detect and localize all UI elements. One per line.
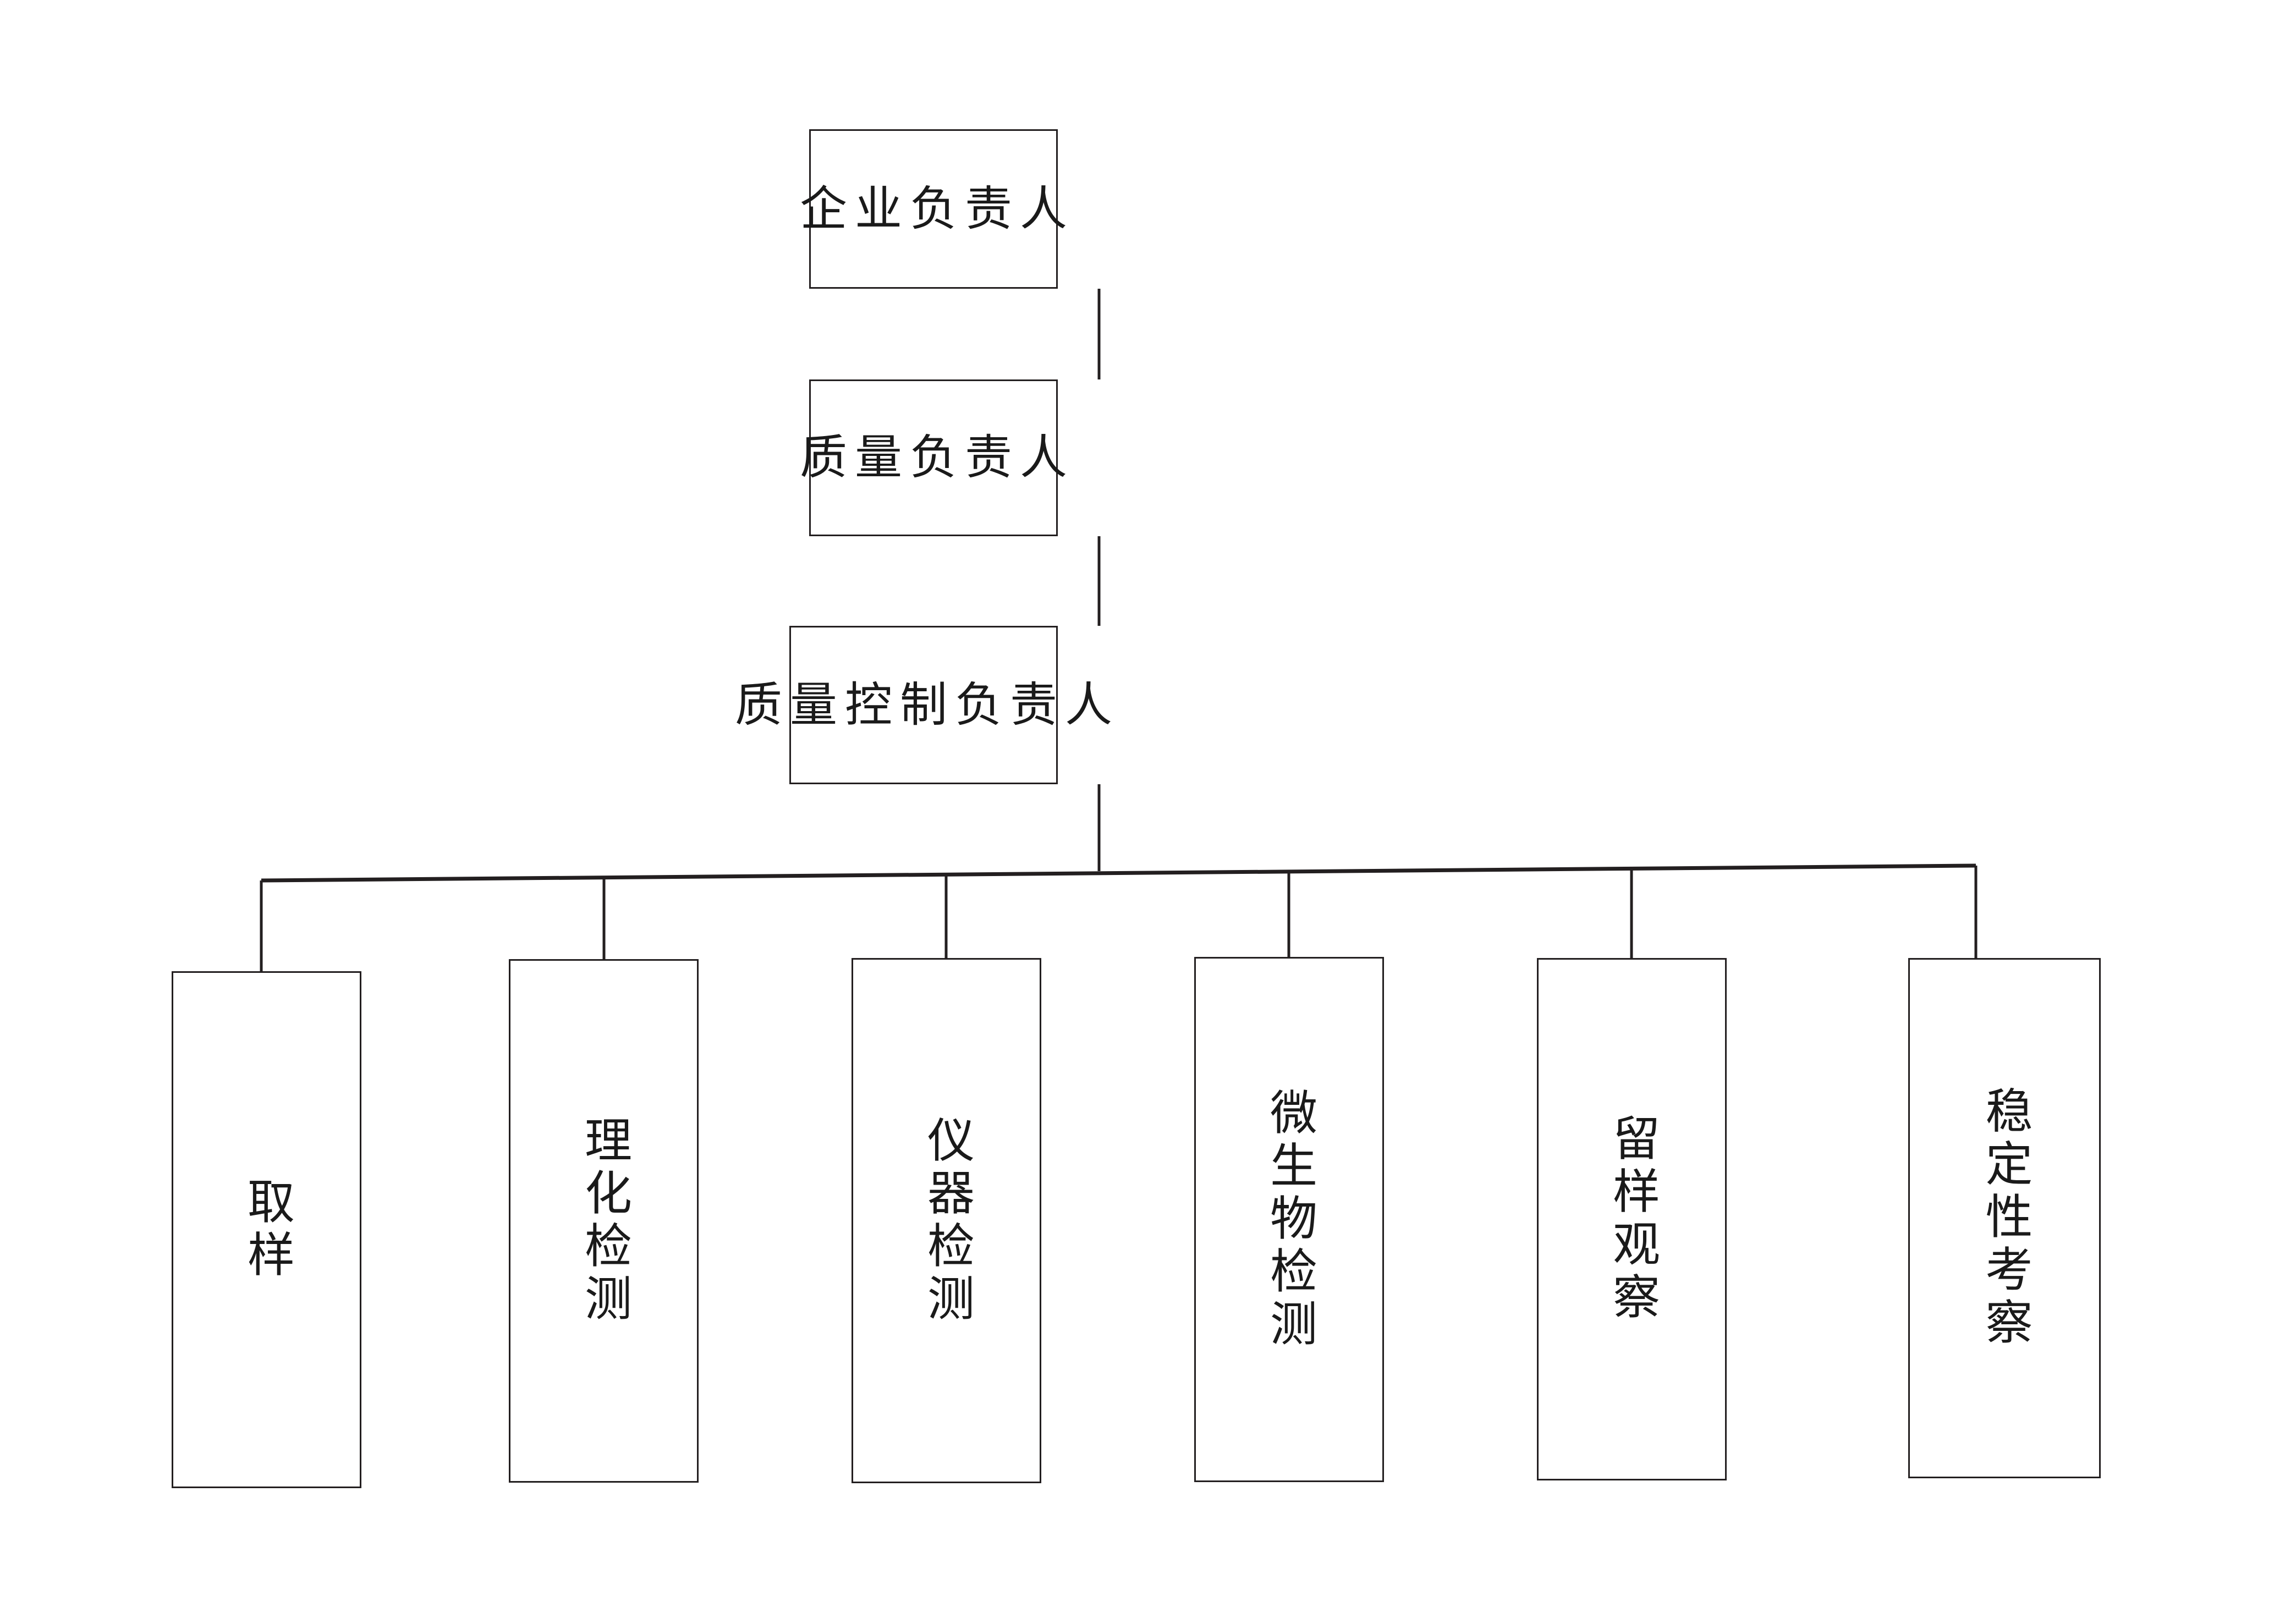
node-label-microbiology-testing: 微生物检测 [1262,1087,1316,1352]
node-label-retained-sample-observation: 留样观察 [1605,1114,1658,1325]
node-label-enterprise-manager: 企业负责人 [800,182,1075,235]
node-instrument-testing[interactable]: 仪器检测 [852,958,1041,1483]
node-label-quality-control-manager: 质量控制负责人 [735,678,1120,731]
node-quality-control-manager[interactable]: 质量控制负责人 [735,626,1112,784]
node-label-sampling: 取样 [240,1177,293,1282]
node-label-physchem-testing: 理化检测 [577,1115,630,1326]
node-quality-manager[interactable]: 质量负责人 [800,379,1067,536]
node-label-quality-manager: 质量负责人 [800,431,1075,485]
node-stability-study[interactable]: 稳定性考察 [1908,958,2101,1478]
node-label-stability-study: 稳定性考察 [1978,1086,2031,1350]
node-sampling[interactable]: 取样 [172,971,361,1488]
node-retained-sample-observation[interactable]: 留样观察 [1537,958,1727,1480]
node-microbiology-testing[interactable]: 微生物检测 [1194,957,1384,1482]
node-label-instrument-testing: 仪器检测 [920,1115,973,1326]
node-enterprise-manager[interactable]: 企业负责人 [800,129,1067,289]
horizontal-bus-line [261,863,1976,883]
node-physchem-testing[interactable]: 理化检测 [509,959,699,1483]
